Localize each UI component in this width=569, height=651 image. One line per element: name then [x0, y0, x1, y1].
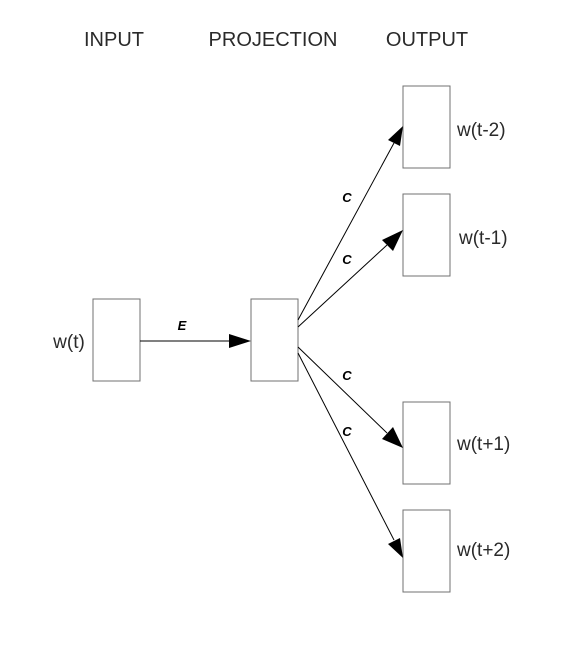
input-weight-label: E: [178, 318, 187, 333]
input-word-label: w(t): [52, 332, 85, 353]
edge-to-t-plus-1: [297, 346, 388, 434]
projection-header: PROJECTION: [209, 29, 338, 51]
output-word-t-plus-1: w(t+1): [456, 434, 510, 455]
weight-label-t-minus-2: C: [342, 190, 352, 205]
edge-to-t-minus-2: [297, 142, 395, 321]
output-node-t-plus-2: [402, 509, 451, 593]
weight-label-t-plus-2: C: [342, 424, 352, 439]
output-node-t-minus-1: [402, 193, 451, 277]
arrowhead-to-t-plus-2: [388, 538, 403, 558]
input-header: INPUT: [84, 29, 144, 51]
arrowhead-to-t-plus-1: [382, 427, 403, 448]
arrowhead-to-t-minus-2: [388, 126, 403, 146]
weight-label-t-minus-1: C: [342, 252, 352, 267]
output-word-t-minus-2: w(t-2): [456, 120, 506, 141]
output-node-t-minus-2: [402, 85, 451, 169]
input-to-projection-arrowhead: [229, 334, 251, 348]
weight-label-t-plus-1: C: [342, 368, 352, 383]
projection-node: [250, 298, 299, 382]
edge-to-t-minus-1: [297, 244, 388, 328]
input-node: [92, 298, 141, 382]
output-node-t-plus-1: [402, 401, 451, 485]
edge-to-t-plus-2: [297, 352, 395, 541]
output-word-t-plus-2: w(t+2): [456, 540, 510, 561]
output-word-t-minus-1: w(t-1): [458, 228, 508, 249]
arrowhead-to-t-minus-1: [382, 230, 403, 251]
output-header: OUTPUT: [386, 29, 468, 51]
